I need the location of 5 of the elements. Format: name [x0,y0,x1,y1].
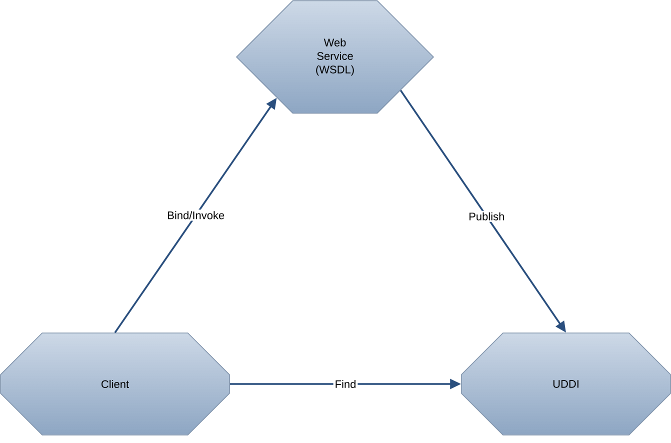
edge-label: Publish [467,210,506,222]
hexagon-node: UDDI [461,332,671,436]
hexagon-node: Client [0,332,230,436]
edge-label: Find [333,378,358,390]
edge-label: Bind/Invoke [166,210,226,221]
